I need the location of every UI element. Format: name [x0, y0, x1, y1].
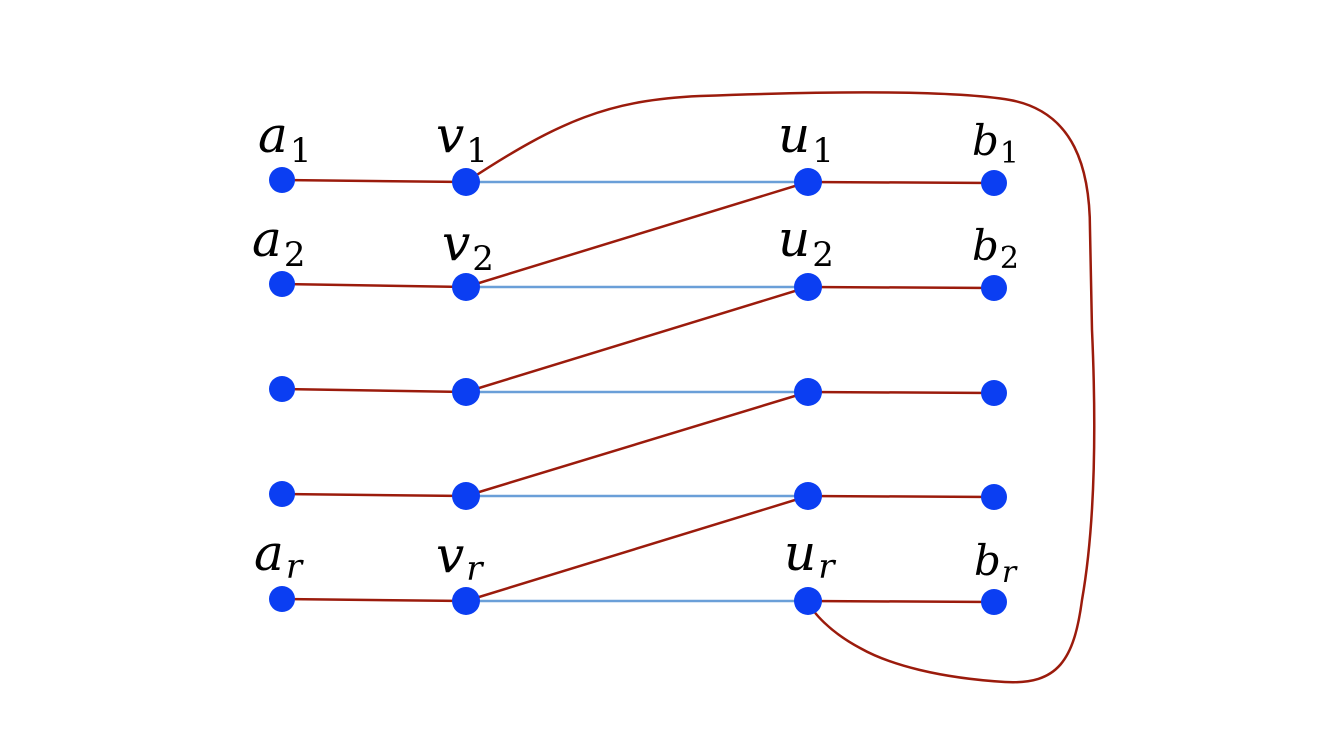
vertex-u1 [794, 168, 822, 196]
vertex-v1 [452, 168, 480, 196]
label-a2: a2 [252, 210, 305, 275]
vertex-b1 [981, 170, 1007, 196]
label-a1: a1 [258, 106, 311, 171]
vertex-a3 [269, 376, 295, 402]
edge-u1-b1 [807, 180, 995, 185]
label-br: br [974, 536, 1018, 590]
edge-u4-b4 [807, 494, 995, 499]
edge-a2-v2 [281, 282, 467, 289]
edge-vr-u4 [465, 494, 809, 603]
edge-a4-v4 [281, 492, 467, 498]
edge-u2-b2 [807, 285, 995, 290]
edge-ar-vr [281, 597, 467, 603]
edge-v4-u3 [465, 390, 809, 498]
label-v1: v1 [436, 106, 488, 171]
label-b1: b1 [972, 116, 1019, 171]
label-b2: b2 [972, 221, 1019, 276]
vertex-v2 [452, 273, 480, 301]
edge-a3-v3 [281, 387, 467, 394]
vertex-u2 [794, 273, 822, 301]
vertex-a4 [269, 481, 295, 507]
label-ur: ur [784, 524, 836, 587]
label-v2: v2 [442, 214, 494, 279]
label-u2: u2 [778, 210, 834, 275]
vertex-b3 [981, 380, 1007, 406]
label-vr: vr [436, 526, 484, 589]
vertex-ar [269, 586, 295, 612]
vertex-v3 [452, 378, 480, 406]
vertex-u4 [794, 482, 822, 510]
vertex-b2 [981, 275, 1007, 301]
vertex-vr [452, 587, 480, 615]
vertex-b4 [981, 484, 1007, 510]
vertex-br [981, 589, 1007, 615]
edge-v3-u2 [465, 285, 809, 394]
label-ar: ar [254, 524, 304, 587]
edge-v1-ur-curve [465, 91, 1096, 684]
vertex-ur [794, 587, 822, 615]
vertex-u3 [794, 378, 822, 406]
vertex-v4 [452, 482, 480, 510]
edge-u3-b3 [807, 390, 995, 395]
vertex-a1 [269, 167, 295, 193]
vertex-a2 [269, 271, 295, 297]
edge-ur-br [807, 599, 995, 604]
label-u1: u1 [778, 106, 834, 171]
edge-a1-v1 [281, 178, 467, 184]
edge-v2-u1 [465, 180, 809, 289]
